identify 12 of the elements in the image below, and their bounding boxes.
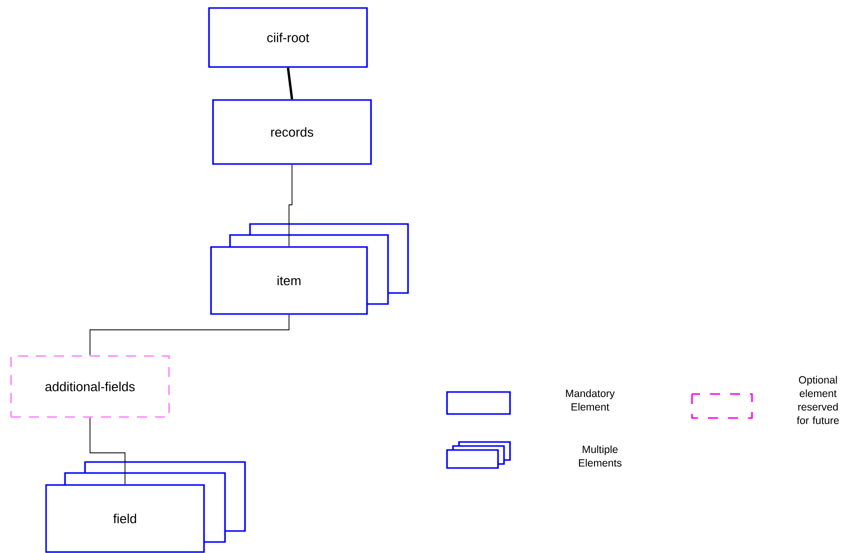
connector-line: [286, 68, 294, 100]
connector-line: [90, 314, 290, 356]
box: ciif-root: [208, 7, 368, 68]
connector-line: [90, 417, 126, 485]
legend-text: Multiple Elements: [578, 445, 622, 467]
connector-line: [288, 164, 292, 247]
box: records: [212, 99, 372, 165]
dashed-box: additional-fields: [10, 355, 170, 418]
legend-text: Mandatory Element: [566, 389, 615, 411]
stacked-box: field: [45, 461, 246, 553]
legend-text: Optional element reserved for future: [796, 376, 839, 424]
stacked-box: item: [210, 223, 409, 315]
